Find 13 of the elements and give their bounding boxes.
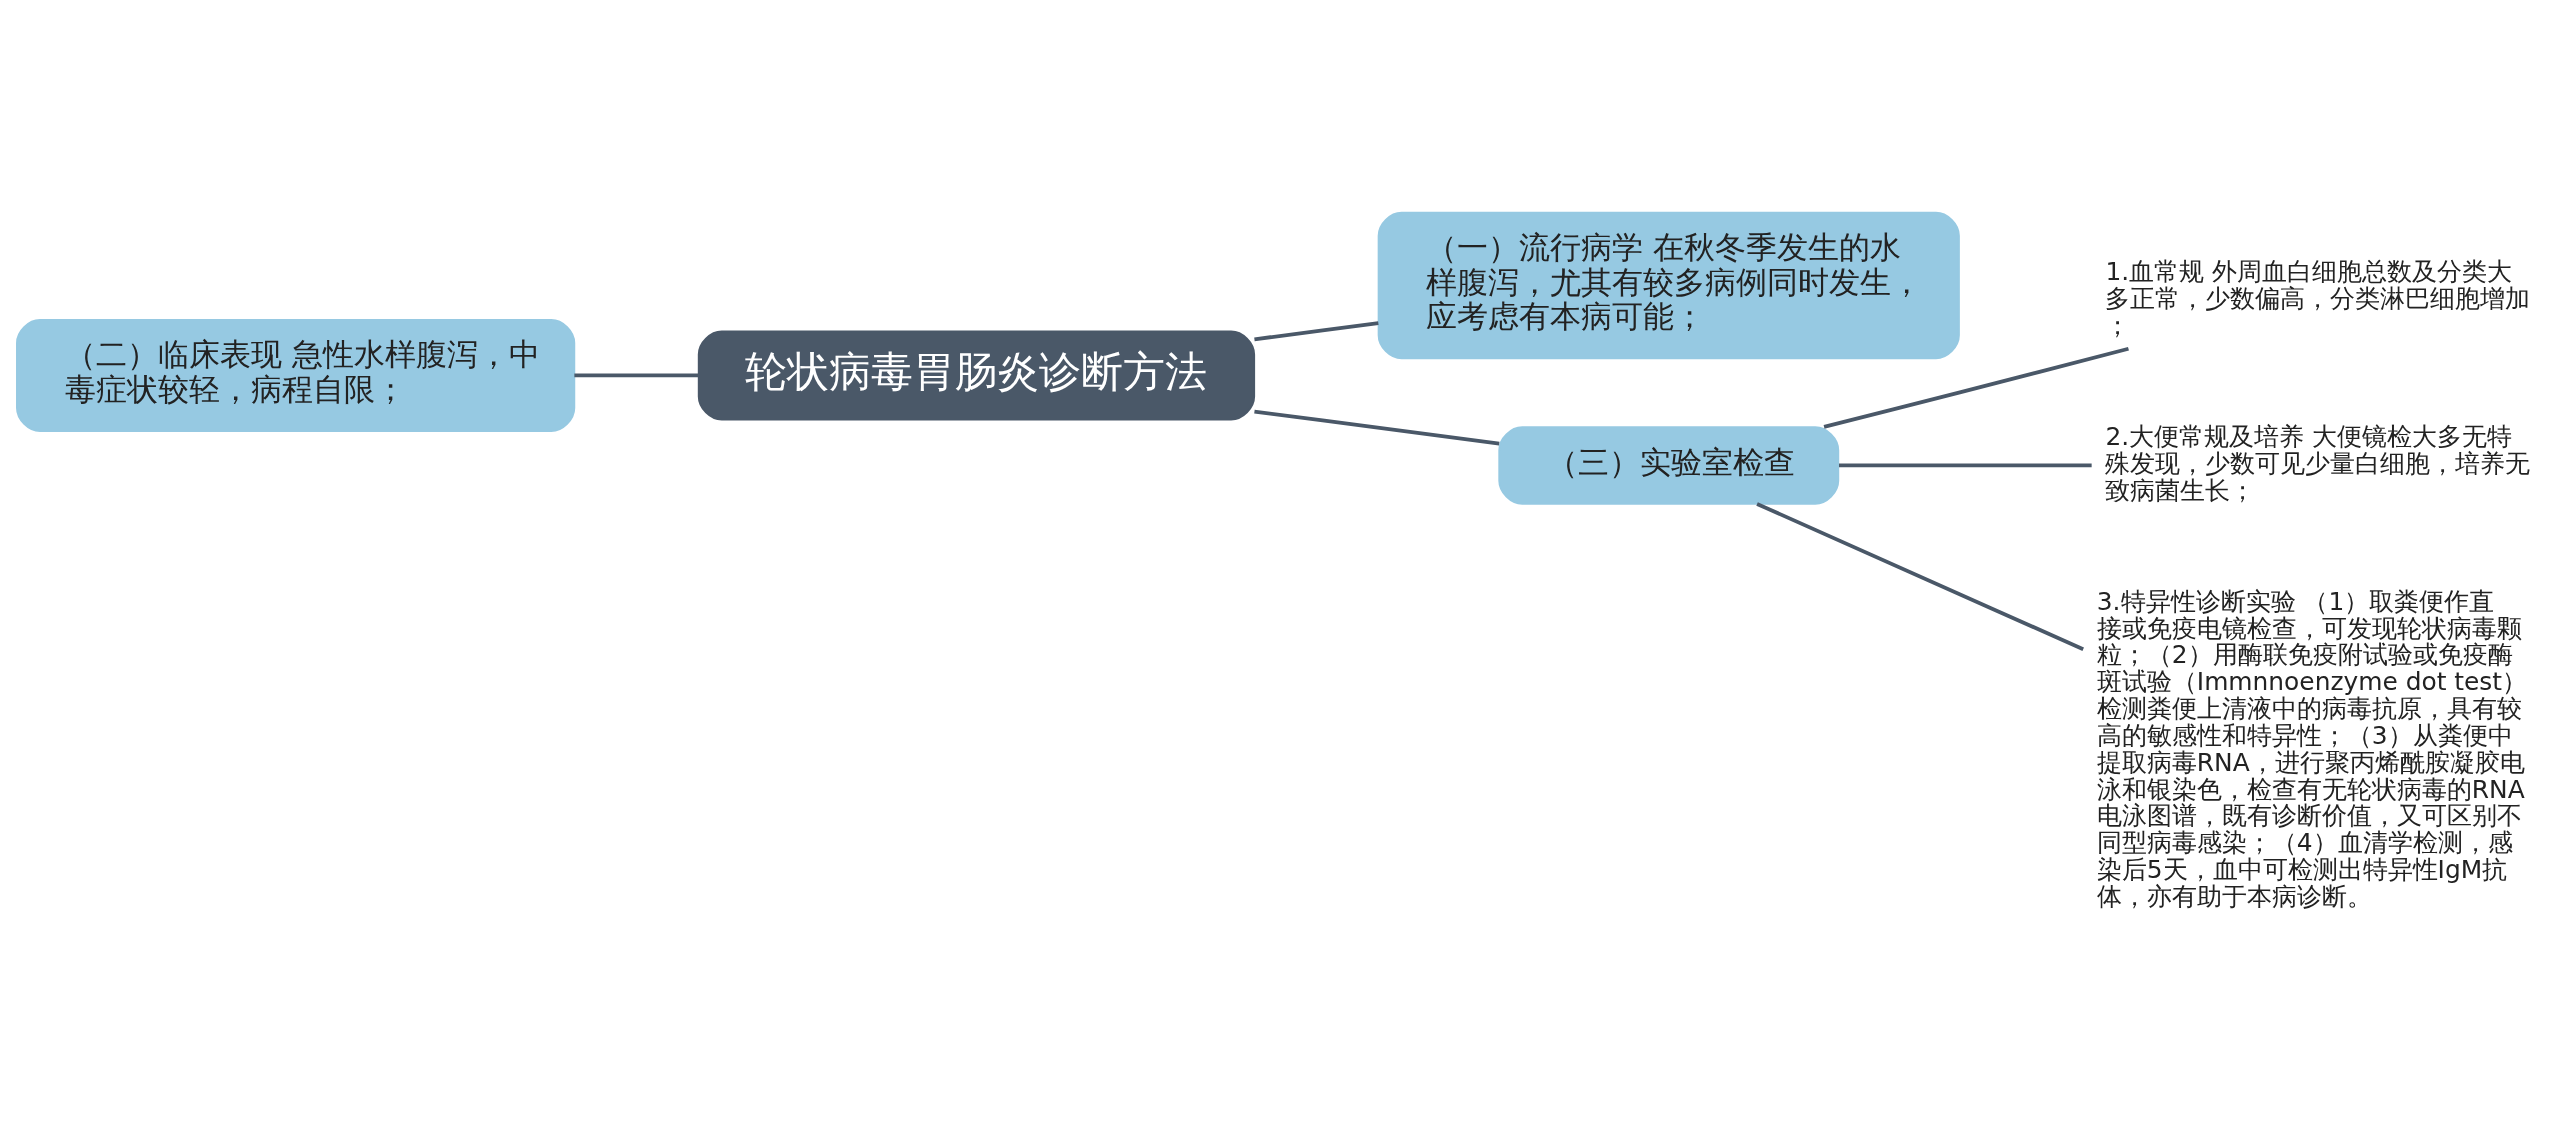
connector [1254,409,1500,445]
node-box: （二）临床表现 急性水样腹泻，中毒症状较轻，病程自限； [16,318,576,432]
node-text: 1.血常规 外周血白细胞总数及分类大多正常，少数偏高，分类淋巴细胞增加； [2105,256,2531,340]
node-box: 轮状病毒胃肠炎诊断方法 [697,329,1256,420]
connector [574,373,699,377]
connector [1823,346,2129,429]
connector [1839,463,2092,467]
connector [1756,501,2084,651]
node-text: 3.特异性诊断实验 （1）取粪便作直接或免疫电镜检查，可发现轮状病毒颗粒；（2）用酶联免疫附试验或免疫酶斑试验（Immnnoenzyme dot test）检测粪便上清液中的病毒抗原，具有较高的敏感性和特异性；（3）从粪便中提取病毒RNA，进行聚丙烯酰胺凝胶电泳和银染色，检查有无轮状病毒的RNA电泳图谱，既有诊断价值，又可区别不同型病毒感染；（4）血清学检测，感染后5天，血中可检测出特异性IgM抗体，亦有助于本病诊断。 [2096,586,2528,911]
node-box: （一）流行病学 在秋冬季发生的水样腹泻，尤其有较多病例同时发生，应考虑有本病可能； [1377,211,1960,359]
connector [1254,320,1379,341]
node-text: 2.大便常规及培养 大便镜检大多无特殊发现，少数可见少量白细胞，培养无致病菌生长； [2105,421,2531,505]
node-box: （三）实验室检查 [1498,425,1840,505]
